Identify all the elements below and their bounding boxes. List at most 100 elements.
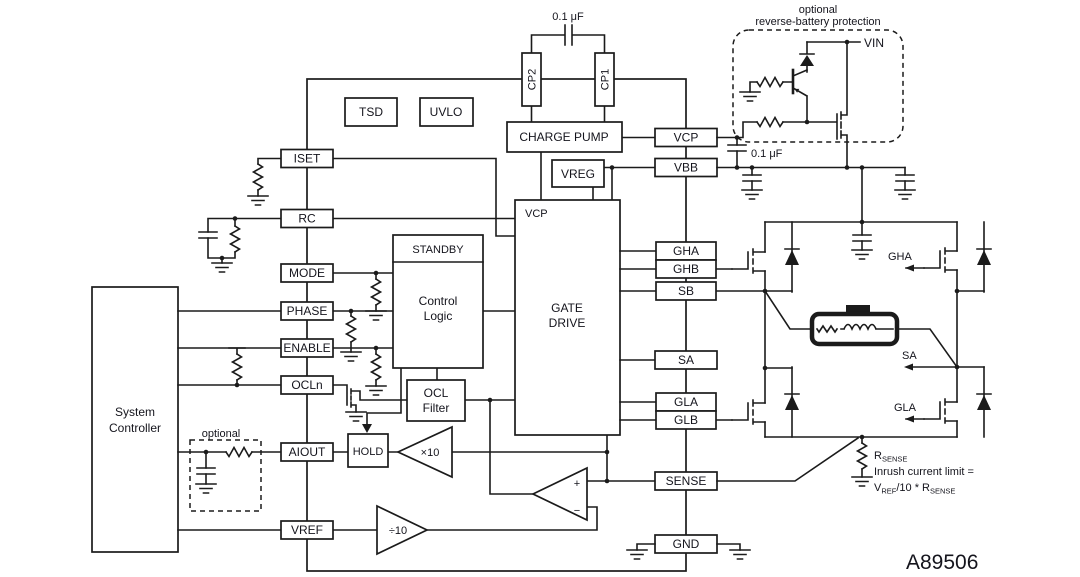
mosfet-icon	[923, 247, 958, 273]
svg-text:+: +	[574, 478, 580, 490]
svg-text:RC: RC	[298, 212, 316, 226]
block-charge-pump: CHARGE PUMP	[506, 121, 623, 153]
pin-gha: GHA	[655, 241, 717, 261]
gate-drive-pin-wires	[619, 250, 657, 421]
pin-cp2: CP2	[521, 52, 542, 107]
amp-div10: ÷10	[376, 504, 429, 556]
svg-text:SA: SA	[902, 350, 917, 362]
svg-text:reverse-battery protection: reverse-battery protection	[755, 16, 880, 28]
svg-text:TSD: TSD	[359, 105, 383, 119]
pin-sa: SA	[654, 350, 718, 370]
svg-text:Filter: Filter	[423, 401, 450, 415]
vbb-rail	[716, 166, 916, 223]
bridge-left-leg	[716, 221, 800, 438]
pin-phase: PHASE	[280, 301, 334, 321]
svg-text:×10: ×10	[421, 447, 440, 459]
block-hold: HOLD	[347, 424, 389, 468]
svg-text:VCP: VCP	[674, 131, 699, 145]
svg-text:SENSE: SENSE	[666, 474, 707, 488]
svg-text:MODE: MODE	[289, 266, 325, 280]
mosfet-icon	[923, 398, 958, 424]
top-cap: 0.1 μF	[530, 11, 606, 54]
bridge-right-leg: GHA SA GLA	[888, 221, 992, 438]
ocln-mosfet-icon	[332, 384, 408, 422]
block-ocl-filter: OCL Filter	[406, 379, 466, 422]
svg-text:Inrush current limit =: Inrush current limit =	[874, 466, 974, 478]
part-number: A89506	[906, 551, 978, 574]
pin-vbb: VBB	[654, 157, 718, 178]
svg-text:System: System	[115, 405, 155, 419]
pin-gnd: GND	[654, 534, 718, 554]
svg-text:−: −	[574, 505, 580, 517]
svg-text:VREF: VREF	[291, 523, 323, 537]
diode-icon	[784, 366, 800, 438]
pin-sense: SENSE	[654, 471, 718, 491]
junction-dots	[203, 39, 960, 484]
reverse-battery-protection: optional reverse-battery protection VIN	[732, 4, 904, 169]
svg-text:0.1 μF: 0.1 μF	[751, 148, 783, 160]
system-controller: System Controller	[91, 286, 282, 553]
block-gate-drive: VCP GATE DRIVE	[514, 199, 621, 436]
block-tsd: TSD	[344, 97, 398, 127]
svg-text:CHARGE PUMP: CHARGE PUMP	[519, 130, 608, 144]
svg-text:optional: optional	[799, 4, 838, 16]
pin-vcp: VCP	[654, 127, 718, 148]
svg-text:SA: SA	[678, 353, 694, 367]
svg-text:STANDBY: STANDBY	[412, 244, 464, 256]
aiout-optional-filter: optional	[189, 428, 282, 512]
pin-vref: VREF	[280, 520, 334, 540]
svg-text:VCP: VCP	[525, 208, 548, 220]
pin-gla: GLA	[655, 392, 717, 412]
pin-ocln: OCLn	[280, 375, 334, 395]
gnd-pin-grounds	[626, 543, 751, 560]
svg-text:÷10: ÷10	[389, 525, 407, 537]
comparator-icon: + −	[531, 466, 588, 522]
ic-outline	[306, 78, 687, 572]
diode-icon	[784, 221, 800, 293]
block-control-logic: STANDBY Control Logic	[392, 234, 484, 369]
block-uvlo: UVLO	[419, 97, 474, 127]
svg-text:CP1: CP1	[600, 69, 612, 90]
svg-text:SB: SB	[678, 284, 694, 298]
pin-rc: RC	[280, 208, 334, 229]
pin-iset: ISET	[280, 148, 334, 169]
block-vreg: VREG	[551, 159, 605, 188]
svg-text:GLA: GLA	[894, 402, 917, 414]
amp-x10: ×10	[395, 425, 453, 479]
internal-wires	[332, 105, 656, 531]
rsense: RSENSE Inrush current limit = VREF/10 * …	[716, 436, 974, 496]
svg-text:OCLn: OCLn	[291, 378, 322, 392]
pin-cp1: CP1	[594, 52, 615, 107]
svg-text:UVLO: UVLO	[430, 105, 463, 119]
svg-text:VBB: VBB	[674, 161, 698, 175]
svg-text:GLA: GLA	[674, 395, 698, 409]
svg-text:ENABLE: ENABLE	[283, 341, 330, 355]
svg-text:ISET: ISET	[294, 152, 321, 166]
diode-icon	[976, 366, 992, 438]
pin-mode: MODE	[280, 263, 334, 283]
svg-text:CP2: CP2	[527, 69, 539, 90]
svg-text:0.1 μF: 0.1 μF	[552, 11, 584, 23]
pin-enable: ENABLE	[280, 338, 334, 358]
svg-text:Logic: Logic	[424, 309, 453, 323]
svg-text:AIOUT: AIOUT	[289, 445, 326, 459]
svg-text:PHASE: PHASE	[287, 304, 328, 318]
svg-text:VREG: VREG	[561, 167, 595, 181]
mosfet-icon	[731, 399, 766, 425]
svg-text:GND: GND	[673, 537, 700, 551]
svg-text:Control: Control	[419, 294, 458, 308]
motor-icon	[763, 289, 959, 369]
diode-icon	[976, 221, 992, 293]
svg-text:VIN: VIN	[864, 36, 884, 50]
iset-resistor	[247, 157, 282, 206]
svg-text:OCL: OCL	[424, 386, 449, 400]
svg-text:RSENSE: RSENSE	[874, 450, 907, 464]
svg-text:GHB: GHB	[673, 262, 699, 276]
rc-network	[198, 217, 282, 273]
ocln-pullup-resistor	[228, 347, 246, 386]
svg-text:optional: optional	[202, 428, 241, 440]
pin-glb: GLB	[655, 410, 717, 430]
svg-text:Controller: Controller	[109, 421, 161, 435]
